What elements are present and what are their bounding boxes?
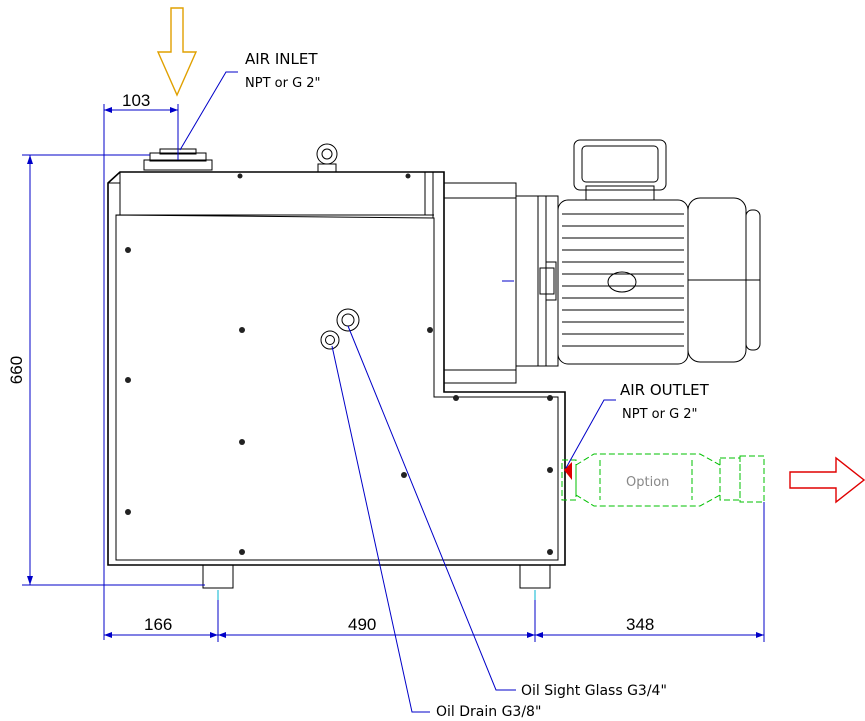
oil-sight-glass-label: Oil Sight Glass G3/4"	[521, 683, 667, 699]
dim-height: 660	[7, 356, 26, 384]
inlet-arrow	[156, 7, 198, 97]
air-outlet-spec: NPT or G 2"	[622, 407, 698, 422]
oil-drain	[320, 330, 340, 350]
cooling-fins	[562, 213, 684, 347]
coupling-housing	[443, 182, 517, 384]
air-inlet-title: AIR INLET	[245, 50, 318, 68]
dim-foot-to-outlet: 348	[626, 615, 654, 634]
outlet-arrow	[564, 456, 865, 504]
option-label: Option	[626, 475, 669, 490]
bolts	[125, 173, 553, 555]
dim-foot-spacing: 490	[348, 615, 376, 634]
air-outlet-title: AIR OUTLET	[620, 381, 710, 399]
motor	[515, 139, 761, 367]
leader-lines	[179, 71, 616, 713]
inlet-flange	[143, 146, 213, 171]
dim-inlet-offset: 103	[122, 91, 150, 110]
oil-drain-label: Oil Drain G3/8"	[436, 704, 541, 720]
dimension-lines	[22, 104, 765, 642]
option-silencer: Option	[561, 453, 765, 507]
pump-feet	[202, 564, 551, 600]
lifting-eye	[316, 143, 338, 173]
dim-left-to-foot: 166	[144, 615, 172, 634]
air-inlet-spec: NPT or G 2"	[245, 76, 321, 91]
